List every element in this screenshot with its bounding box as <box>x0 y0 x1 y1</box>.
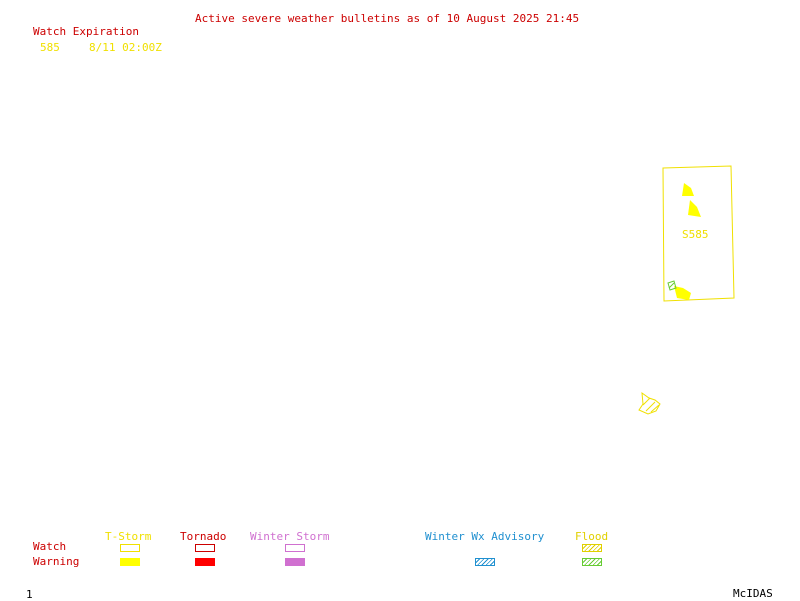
swatch-flood-warning <box>582 558 602 566</box>
swatch-tornado-warning <box>195 558 215 566</box>
legend-label-tornado: Tornado <box>180 530 227 543</box>
tstorm-warning-polygon <box>688 200 701 217</box>
tstorm-warning-polygon <box>682 183 694 196</box>
swatch-winter-storm-warning <box>285 558 305 566</box>
watch-id: 585 <box>40 41 60 54</box>
swatch-tstorm-watch <box>120 544 140 552</box>
bulletin-title: Active severe weather bulletins as of 10… <box>195 12 580 25</box>
swatch-winter-storm-watch <box>285 544 305 552</box>
mcidas-brand: McIDAS <box>733 587 773 600</box>
legend-label-winter-wx-advisory: Winter Wx Advisory <box>425 530 545 543</box>
swatch-tornado-watch <box>195 544 215 552</box>
tstorm-warning-polygon <box>674 286 691 300</box>
swatch-tstorm-warning <box>120 558 140 566</box>
watch-expiration-time: 8/11 02:00Z <box>89 41 162 54</box>
flood-watch-area <box>638 391 661 415</box>
legend-row-watch: Watch <box>33 540 67 553</box>
watch-expiration-heading: Watch Expiration <box>33 25 139 38</box>
legend-row-warning: Warning <box>33 555 80 568</box>
legend-label-tstorm: T-Storm <box>105 530 152 543</box>
watch-box-outline <box>662 165 735 302</box>
swatch-winter-wx-advisory <box>475 558 495 566</box>
frame-number: 1 <box>26 588 33 601</box>
swatch-flood-watch <box>582 544 602 552</box>
legend-label-winter-storm: Winter Storm <box>250 530 330 543</box>
watch-box-label: S585 <box>682 228 709 241</box>
legend-label-flood: Flood <box>575 530 609 543</box>
